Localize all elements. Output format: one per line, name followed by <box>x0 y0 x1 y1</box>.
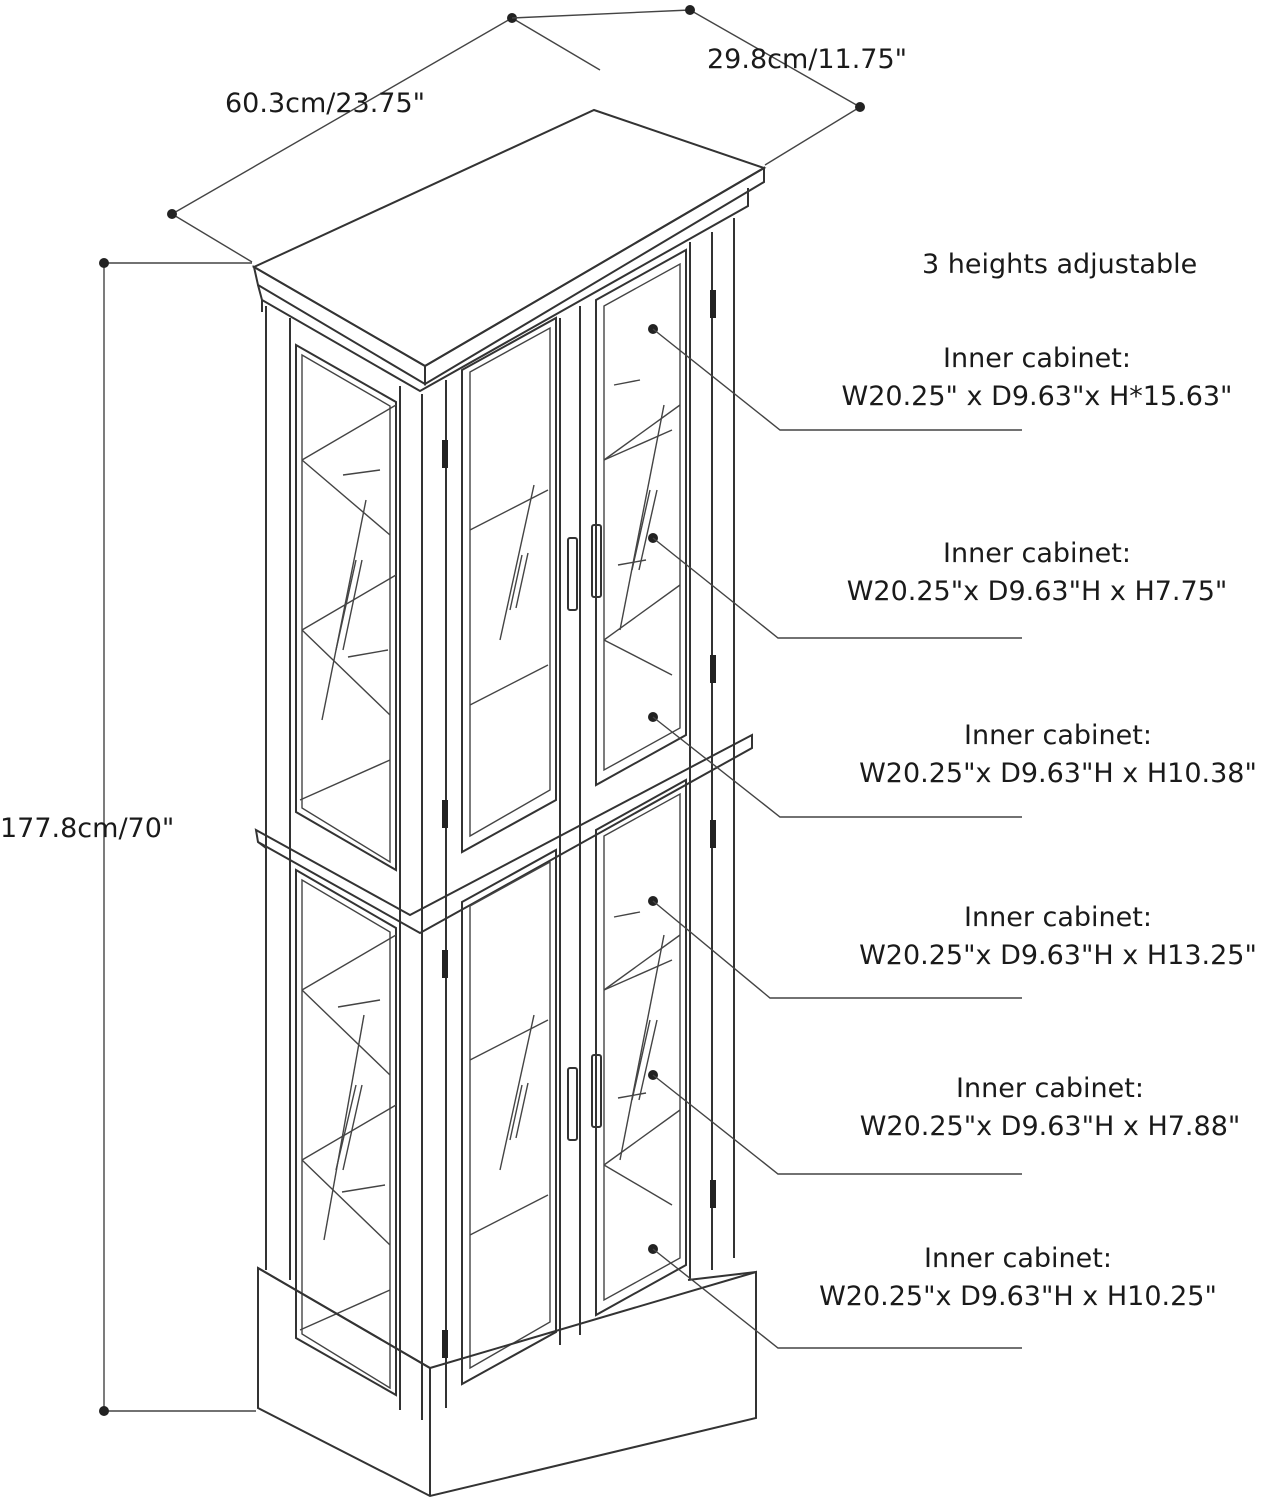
width-dimension-line <box>167 13 601 263</box>
callout-6: Inner cabinet: W20.25"x D9.63"H x H10.25… <box>778 1240 1258 1316</box>
leader-5 <box>648 1070 1022 1175</box>
cabinet-body <box>265 218 735 1420</box>
callout-size: W20.25"x D9.63"H x H7.88" <box>859 1111 1241 1142</box>
callout-1: Inner cabinet: W20.25" x D9.63"x H*15.63… <box>797 340 1271 416</box>
cabinet-base <box>257 1266 757 1498</box>
leader-2 <box>648 533 1022 639</box>
cabinet-top <box>251 108 767 393</box>
callout-title: Inner cabinet: <box>924 1243 1112 1274</box>
callout-2: Inner cabinet: W20.25"x D9.63"H x H7.75" <box>797 535 1271 611</box>
door-handles <box>567 524 602 1141</box>
door-right-lower <box>595 778 687 1317</box>
callout-4: Inner cabinet: W20.25"x D9.63"H x H13.25… <box>818 899 1271 975</box>
door-right-upper <box>595 248 687 787</box>
leader-6 <box>648 1244 1022 1349</box>
callout-title: Inner cabinet: <box>964 902 1152 933</box>
leader-3 <box>648 712 1022 818</box>
depth-dimension-line <box>511 5 865 166</box>
leader-4 <box>648 896 1022 999</box>
callout-size: W20.25"x D9.63"H x H10.38" <box>859 758 1257 789</box>
side-glass-upper <box>295 343 397 872</box>
door-left-upper <box>461 316 557 854</box>
callout-title: Inner cabinet: <box>943 343 1131 374</box>
callout-size: W20.25"x D9.63"H x H7.75" <box>846 576 1228 607</box>
middle-rail <box>254 733 753 935</box>
shelf-adjustable-note: 3 heights adjustable <box>922 249 1198 280</box>
leader-1 <box>648 324 1022 431</box>
hinges <box>442 290 716 1358</box>
callout-size: W20.25"x D9.63"H x H10.25" <box>819 1281 1217 1312</box>
height-dimension-line <box>99 258 256 1416</box>
callout-size: W20.25" x D9.63"x H*15.63" <box>841 381 1233 412</box>
width-dimension-label: 60.3cm/23.75" <box>225 88 426 119</box>
height-dimension-label: 177.8cm/70" <box>0 813 175 844</box>
door-left-lower <box>461 848 557 1386</box>
callout-3: Inner cabinet: W20.25"x D9.63"H x H10.38… <box>818 717 1271 793</box>
callout-title: Inner cabinet: <box>964 720 1152 751</box>
depth-dimension-label: 29.8cm/11.75" <box>707 44 908 75</box>
callout-title: Inner cabinet: <box>943 538 1131 569</box>
callout-title: Inner cabinet: <box>956 1073 1144 1104</box>
callout-5: Inner cabinet: W20.25"x D9.63"H x H7.88" <box>810 1070 1271 1146</box>
side-glass-lower <box>295 868 397 1397</box>
callout-size: W20.25"x D9.63"H x H13.25" <box>859 940 1257 971</box>
